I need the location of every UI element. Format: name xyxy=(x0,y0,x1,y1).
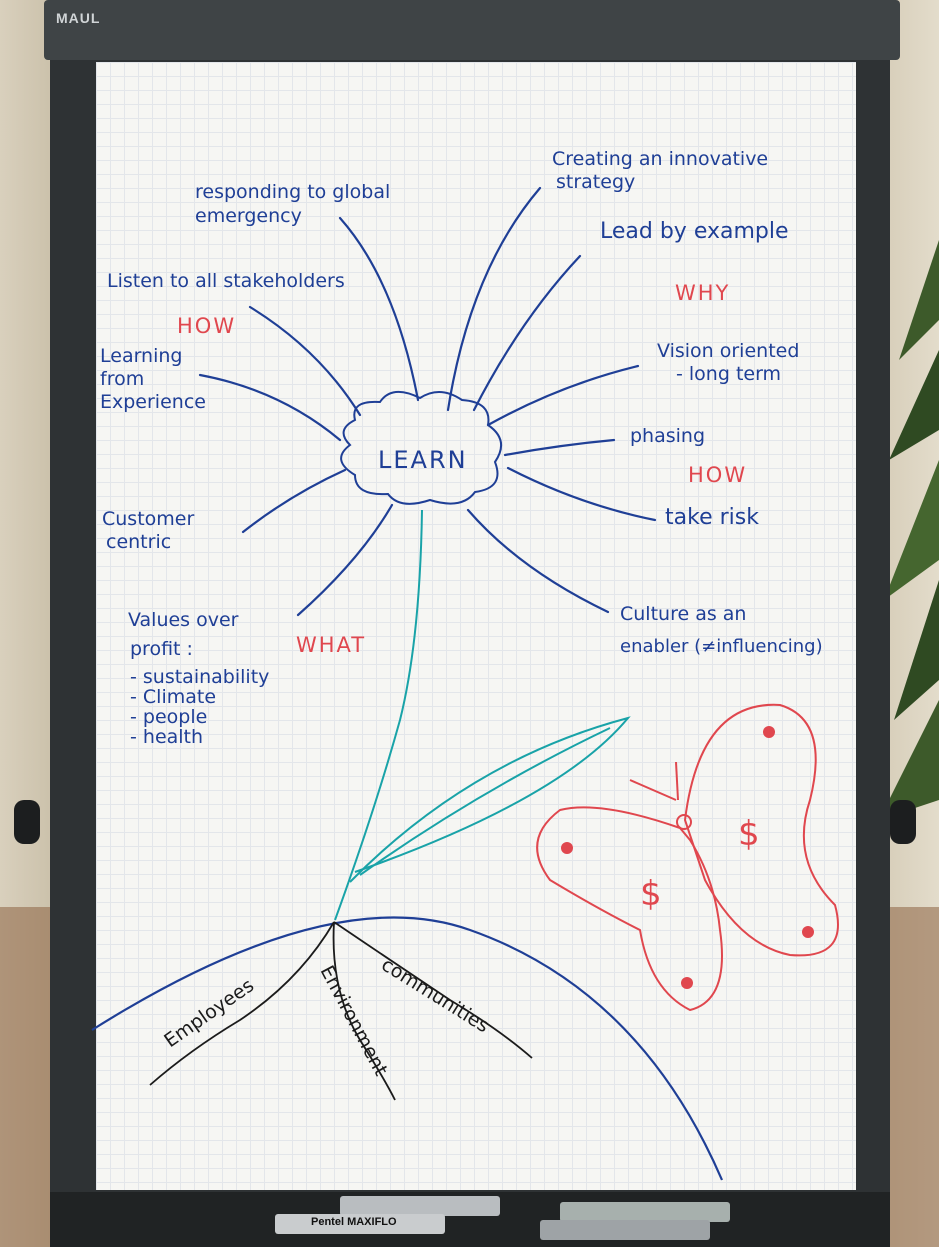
marker-3 xyxy=(560,1202,730,1222)
brand-logo: MAUL xyxy=(56,10,101,26)
root-label-communities: communities xyxy=(377,954,493,1038)
marker-4 xyxy=(540,1220,710,1240)
butterfly-drawing xyxy=(536,703,839,1012)
learn-cloud xyxy=(340,391,503,505)
spoke-responding xyxy=(338,216,420,402)
flipchart-paper xyxy=(96,62,856,1190)
spoke-phasing xyxy=(503,438,616,457)
butterfly-dollar-1: $ xyxy=(738,814,760,854)
root-label-environment: Environment xyxy=(316,962,392,1079)
plant-leaves xyxy=(879,240,939,820)
label-innovative-2: strategy xyxy=(556,171,635,193)
label-values-5: - people xyxy=(130,706,207,728)
label-customer-2: centric xyxy=(106,531,171,553)
label-culture-1: Culture as an xyxy=(620,603,746,625)
spoke-learning xyxy=(198,373,342,442)
plant-stem xyxy=(334,509,423,921)
marker-1 xyxy=(340,1196,500,1216)
label-customer-1: Customer xyxy=(102,508,194,530)
label-how-left: HOW xyxy=(177,314,236,338)
label-learning-2: from xyxy=(100,368,144,390)
label-culture-2: enabler (≠influencing) xyxy=(620,636,823,657)
center-label: LEARN xyxy=(378,446,468,474)
label-values-2: profit : xyxy=(130,638,193,660)
label-values-3: - sustainability xyxy=(130,666,269,688)
plant-leaf xyxy=(349,716,631,883)
right-knob xyxy=(890,800,916,844)
label-learning-1: Learning xyxy=(100,345,183,367)
left-knob xyxy=(14,800,40,844)
root-communities xyxy=(333,921,533,1059)
label-responding-1: responding to global xyxy=(195,181,390,203)
spoke-lead xyxy=(472,254,582,412)
root-environment xyxy=(332,921,396,1101)
label-values-1: Values over xyxy=(128,609,239,631)
label-lead: Lead by example xyxy=(600,219,789,244)
marker-brand-label: Pentel MAXIFLO xyxy=(311,1216,397,1228)
label-why: WHY xyxy=(675,281,730,305)
spoke-vision xyxy=(486,364,640,427)
root-employees xyxy=(149,921,335,1086)
label-phasing: phasing xyxy=(630,425,705,447)
globe-arc xyxy=(91,916,724,1181)
label-values-4: - Climate xyxy=(130,686,216,708)
plant-leaf-vein xyxy=(359,727,611,876)
spoke-listen xyxy=(248,305,362,417)
label-responding-2: emergency xyxy=(195,205,302,227)
spoke-take-risk xyxy=(506,466,657,522)
spoke-culture xyxy=(466,508,610,614)
label-values-6: - health xyxy=(130,726,203,748)
label-learning-3: Experience xyxy=(100,391,206,413)
butterfly-spots xyxy=(561,726,814,989)
label-vision-2: - long term xyxy=(676,363,781,385)
spoke-customer xyxy=(241,468,347,534)
butterfly-dollar-2: $ xyxy=(640,874,662,914)
label-what: WHAT xyxy=(296,633,366,657)
spoke-values xyxy=(296,503,394,617)
spoke-innovative xyxy=(446,186,542,412)
label-innovative-1: Creating an innovative xyxy=(552,148,768,170)
label-listen: Listen to all stakeholders xyxy=(107,270,345,292)
label-take-risk: take risk xyxy=(665,505,759,530)
flipchart-header xyxy=(44,0,900,60)
label-how-right: HOW xyxy=(688,463,747,487)
marker-2: Pentel MAXIFLO xyxy=(275,1214,445,1234)
label-vision-1: Vision oriented xyxy=(657,340,799,362)
